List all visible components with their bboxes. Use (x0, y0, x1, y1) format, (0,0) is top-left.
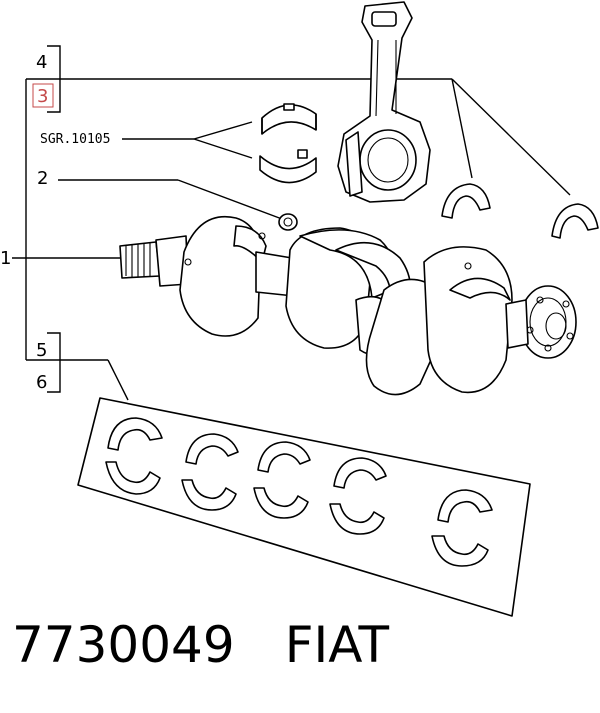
callout-5: 5 (36, 340, 47, 361)
callout-3-highlight-box (32, 83, 54, 108)
brand-name: FIAT (284, 616, 390, 674)
leader-lines (12, 45, 571, 401)
callout-3: 3 (37, 86, 48, 107)
reference-code: SGR.10105 (40, 132, 110, 147)
crankshaft-drawing (119, 216, 577, 396)
conrod-bearing-shells-drawing (259, 103, 317, 184)
thrust-washer-left-drawing (441, 183, 491, 219)
callout-2: 2 (37, 168, 48, 189)
callout-6: 6 (36, 372, 47, 393)
thrust-washer-right-drawing (551, 203, 599, 239)
main-bearing-set-drawing (77, 397, 531, 617)
callout-1: 1 (0, 248, 11, 269)
footer-caption: 7730049 FIAT (12, 616, 389, 674)
part-number: 7730049 (12, 616, 235, 674)
connecting-rod-drawing (337, 1, 431, 203)
callout-4: 4 (36, 52, 47, 73)
washer-drawing (278, 213, 298, 231)
